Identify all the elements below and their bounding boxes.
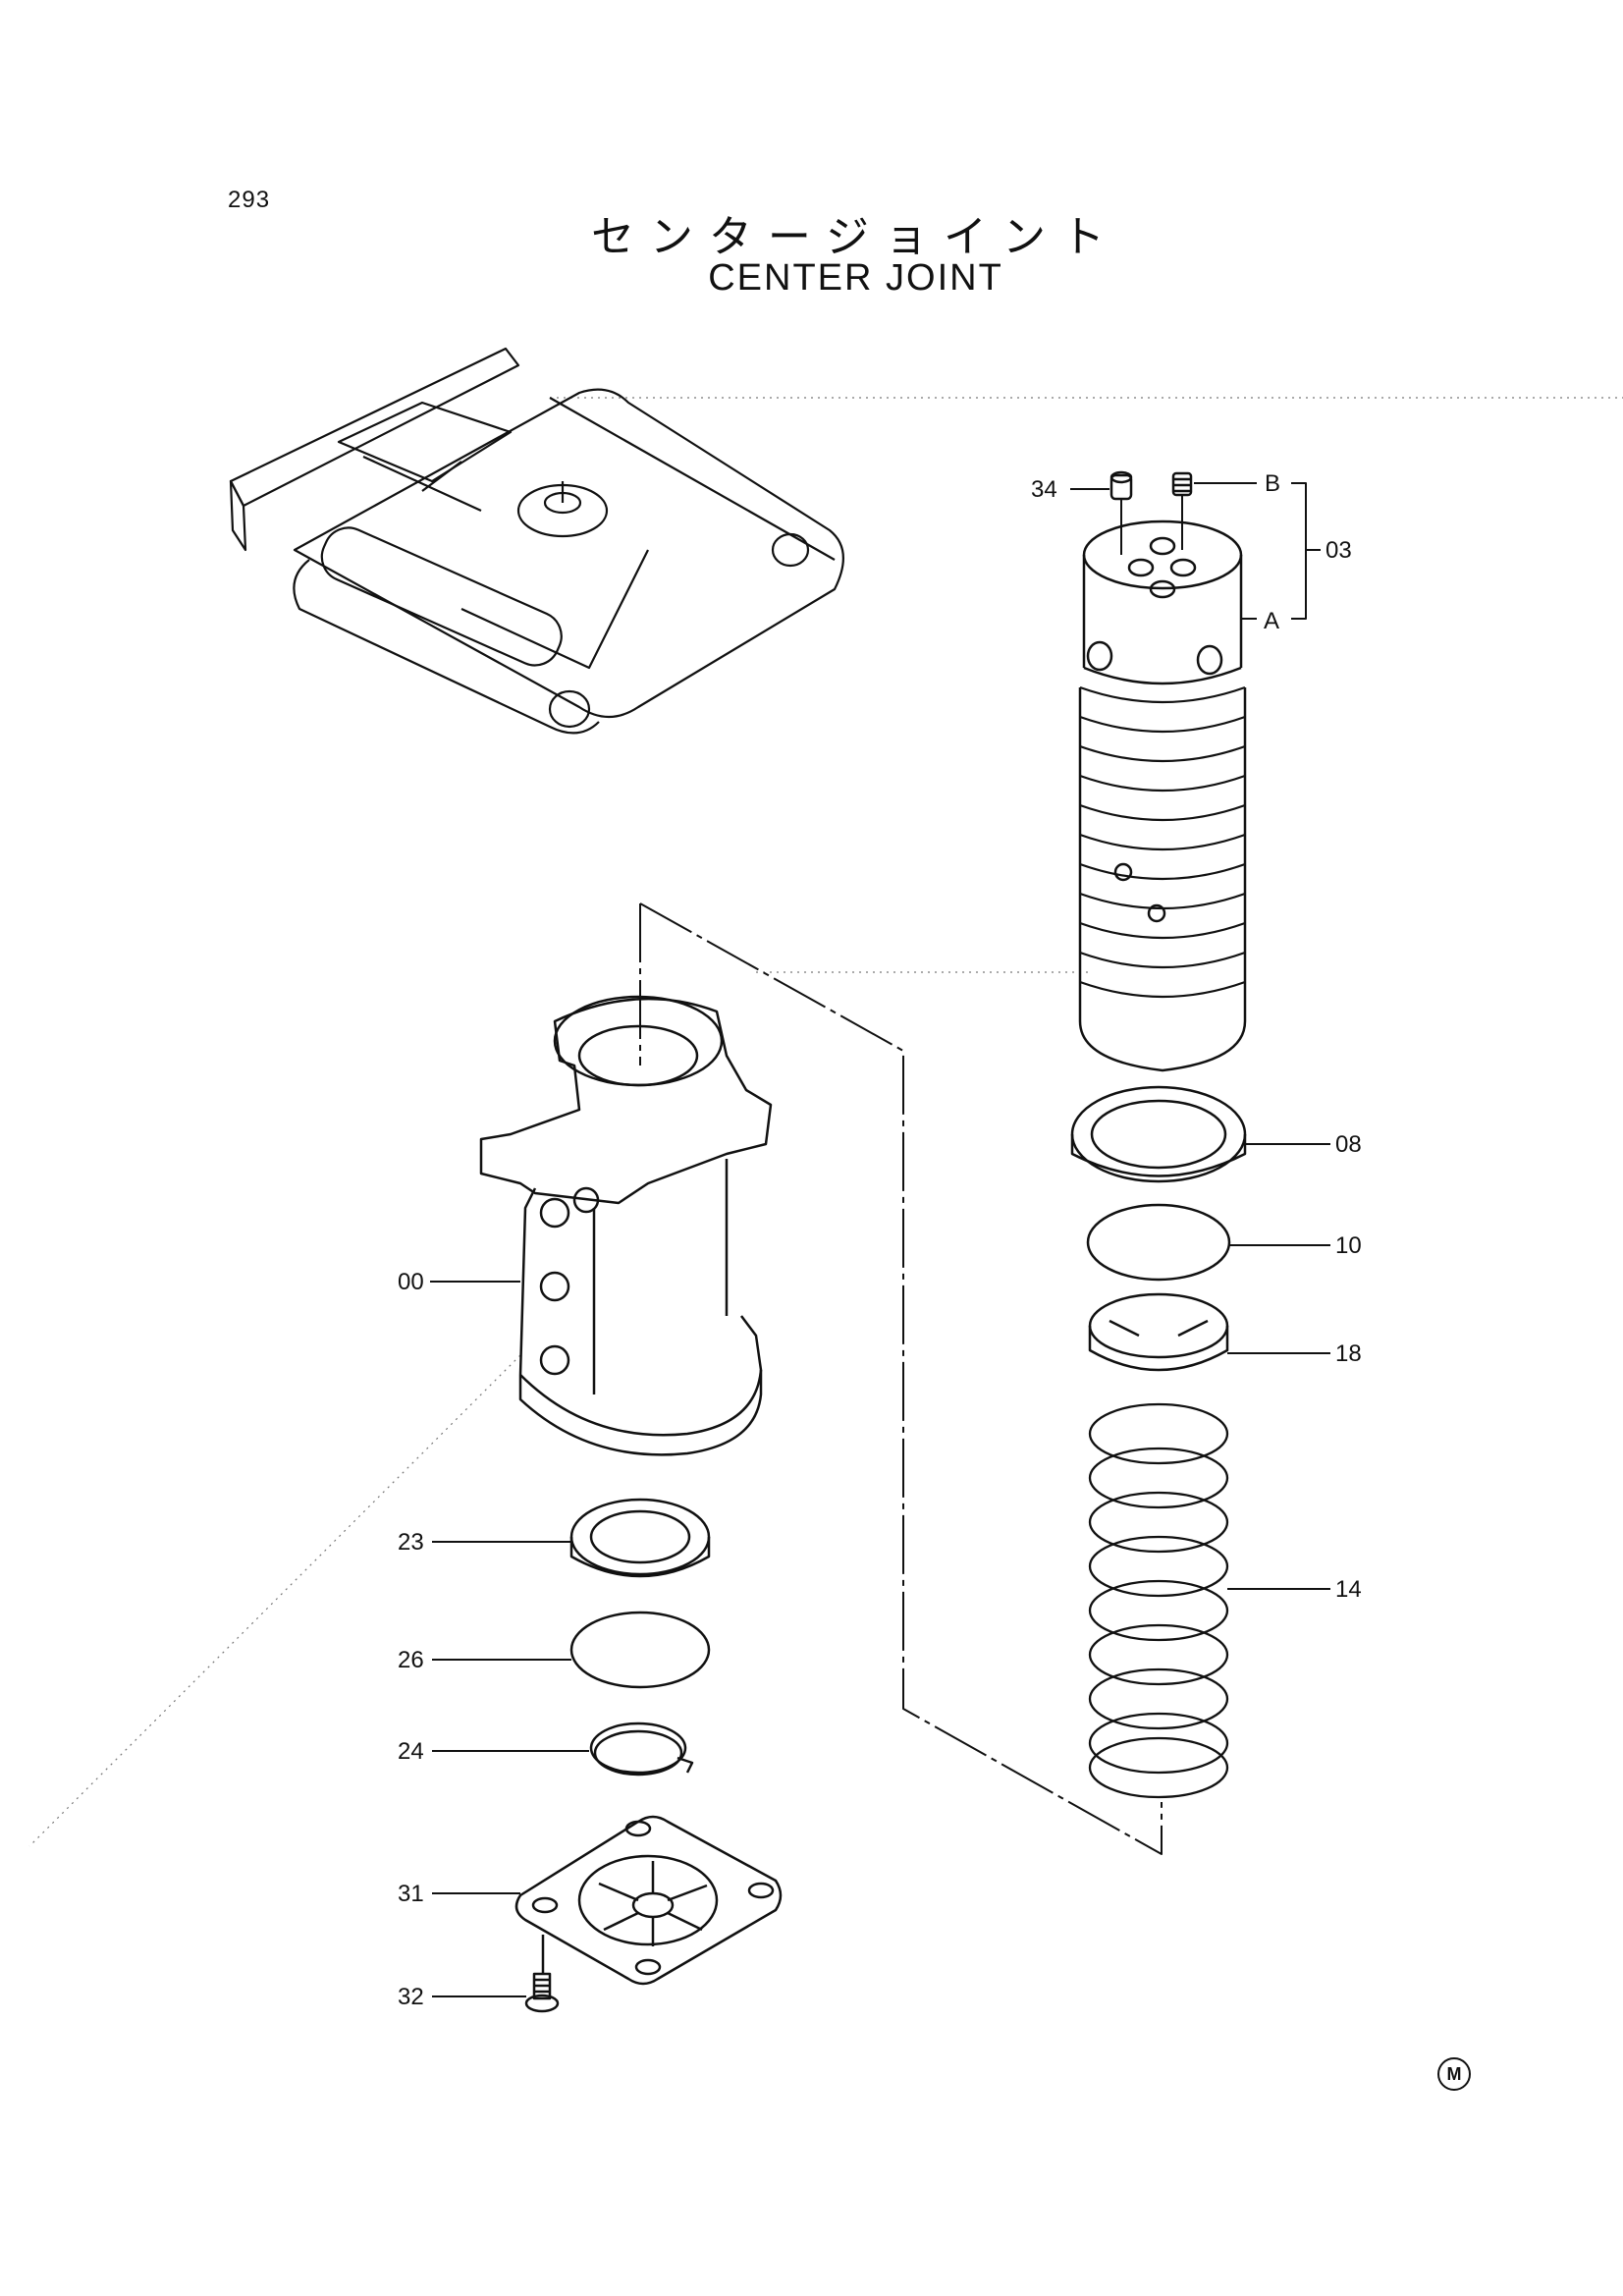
assembly-lines <box>639 902 1163 1855</box>
callout-26: 26 <box>398 1647 424 1673</box>
ring-23 <box>569 1498 711 1578</box>
callout-18: 18 <box>1335 1340 1362 1367</box>
callout-00: 00 <box>398 1269 424 1295</box>
spindle-03 <box>1078 519 1247 1072</box>
undercarriage-overview <box>229 347 844 735</box>
callout-23: 23 <box>398 1529 424 1556</box>
cover-31 <box>514 1815 783 1986</box>
oring-26 <box>569 1611 711 1689</box>
oring-10 <box>1086 1203 1231 1282</box>
seal-08 <box>1070 1085 1247 1183</box>
callout-10: 10 <box>1335 1232 1362 1259</box>
mark-symbol: M <box>1437 2057 1471 2091</box>
callout-31: 31 <box>398 1881 424 1907</box>
callout-B: B <box>1265 470 1280 497</box>
callout-14: 14 <box>1335 1576 1362 1603</box>
callout-03: 03 <box>1325 537 1352 564</box>
callout-24: 24 <box>398 1738 424 1765</box>
page-number: 293 <box>228 187 271 213</box>
plug-34 <box>1109 470 1133 501</box>
callout-34: 34 <box>1031 476 1057 503</box>
title-english: CENTER JOINT <box>708 257 1003 299</box>
plug-leaders <box>1120 495 1183 555</box>
callout-leaders <box>430 482 1330 1997</box>
ring-18 <box>1088 1292 1229 1372</box>
snap-ring-24 <box>589 1722 694 1777</box>
callout-08: 08 <box>1335 1131 1362 1158</box>
bolt-32 <box>524 1935 560 2013</box>
body-00 <box>479 995 773 1456</box>
reference-lines <box>28 397 1623 1847</box>
callout-labels: 34 B 03 A 08 10 18 14 00 23 26 24 31 32 <box>398 470 1362 2010</box>
callout-32: 32 <box>398 1984 424 2010</box>
seal-stack-14 <box>1088 1402 1229 1799</box>
title-japanese: センタージョイント <box>590 212 1121 262</box>
callout-A: A <box>1264 608 1279 634</box>
plug-B <box>1171 471 1193 497</box>
